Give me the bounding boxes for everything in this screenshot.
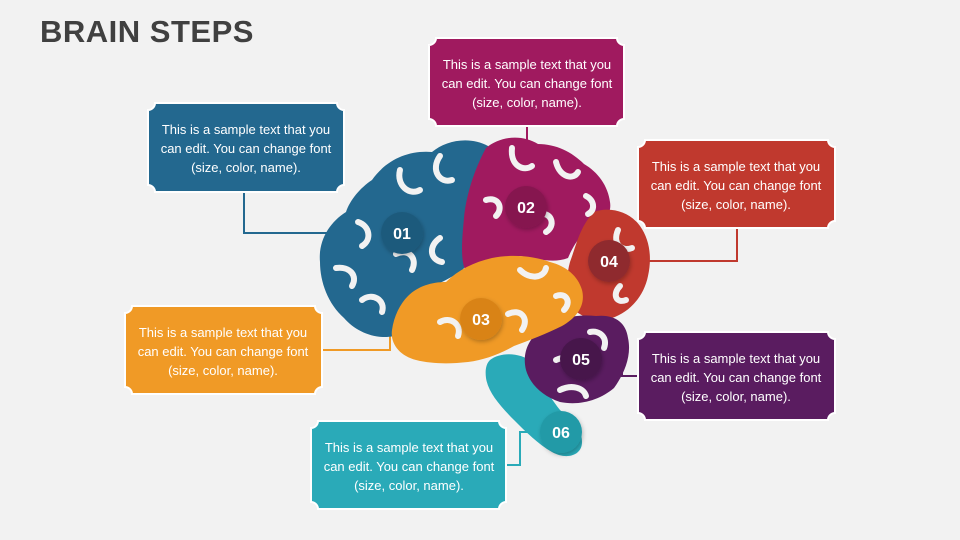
step-05-text: This is a sample text that you can edit.… bbox=[650, 350, 822, 404]
badge-05: 05 bbox=[560, 338, 602, 380]
badge-02: 02 bbox=[505, 186, 547, 228]
badge-04-label: 04 bbox=[600, 254, 618, 271]
step-06-text: This is a sample text that you can edit.… bbox=[323, 439, 495, 493]
text-box-03 bbox=[124, 305, 323, 395]
text-boxes bbox=[124, 37, 836, 510]
step-02-text: This is a sample text that you can edit.… bbox=[441, 56, 613, 110]
page-title: BRAIN STEPS bbox=[40, 14, 254, 49]
text-box-02 bbox=[428, 37, 625, 127]
text-box-05 bbox=[637, 331, 836, 421]
badge-01-label: 01 bbox=[393, 226, 411, 243]
text-box-01 bbox=[147, 102, 345, 193]
brain-illustration bbox=[319, 137, 650, 457]
step-04-text: This is a sample text that you can edit.… bbox=[650, 158, 822, 212]
step-01-text: This is a sample text that you can edit.… bbox=[160, 121, 332, 175]
step-badges: 01 02 03 04 05 06 bbox=[381, 186, 630, 453]
badge-01: 01 bbox=[381, 212, 423, 254]
text-box-04 bbox=[637, 139, 836, 229]
badge-03: 03 bbox=[460, 298, 502, 340]
badge-06-label: 06 bbox=[552, 425, 570, 442]
text-box-06 bbox=[310, 420, 507, 510]
step-03-text: This is a sample text that you can edit.… bbox=[137, 324, 309, 378]
badge-03-label: 03 bbox=[472, 312, 490, 329]
connector-04 bbox=[625, 228, 738, 262]
badge-02-label: 02 bbox=[517, 200, 535, 217]
badge-06: 06 bbox=[540, 411, 582, 453]
badge-05-label: 05 bbox=[572, 352, 590, 369]
badge-04: 04 bbox=[588, 240, 630, 282]
